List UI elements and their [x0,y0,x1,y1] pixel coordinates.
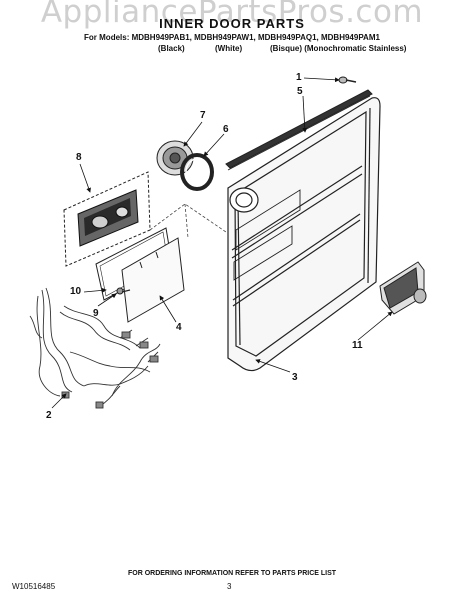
ordering-note: FOR ORDERING INFORMATION REFER TO PARTS … [127,570,337,577]
part-number-8: 8 [76,152,82,163]
part-number-5: 5 [297,86,303,97]
watermark: AppliancePartsPros.com [40,0,424,30]
small-screw [116,287,131,295]
page-number: 3 [227,582,232,591]
part-number-6: 6 [223,124,229,135]
part-number-11: 11 [352,340,363,351]
leader-lines [51,77,393,409]
models-line: For Models: MDBH949PAB1, MDBH949PAW1, MD… [84,33,380,42]
part-number-4: 4 [176,322,182,333]
assembly-guides [149,203,227,239]
dispenser-assembly [63,171,151,267]
part-number-10: 10 [70,286,82,297]
part-number-3: 3 [292,372,298,383]
detergent-insert [379,261,427,315]
insulation [121,237,185,323]
screw [338,76,357,84]
inner-door-panel [227,97,381,372]
door-top-rail [225,89,373,171]
document-number: W10516485 [12,582,56,591]
color-bisque-stainless: (Bisque) (Monochromatic Stainless) [270,44,407,53]
part-number-1: 1 [296,72,302,83]
color-black: (Black) [158,44,185,53]
color-white: (White) [215,44,243,53]
page-title: INNER DOOR PARTS [159,16,305,31]
part-number-2: 2 [46,410,52,421]
part-number-9: 9 [93,308,99,319]
part-number-7: 7 [200,110,206,121]
vent-gasket [180,153,214,191]
